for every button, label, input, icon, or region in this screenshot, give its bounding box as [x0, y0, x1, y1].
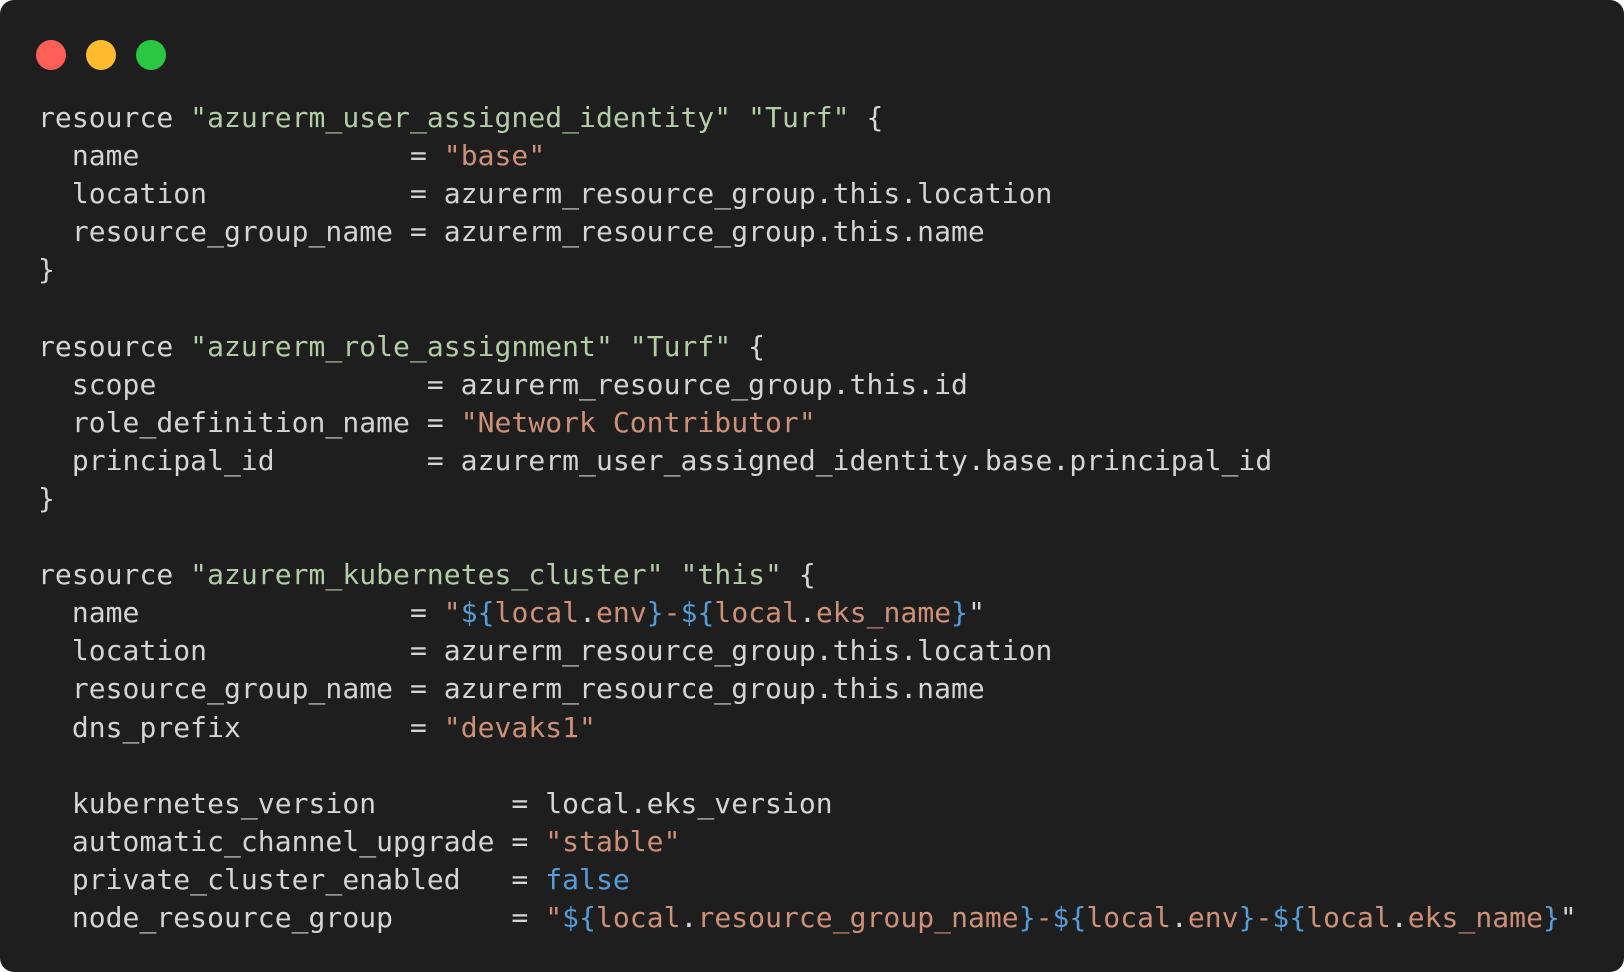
code-token-plain: .: [798, 596, 816, 630]
code-token-interp: ${: [1052, 900, 1087, 934]
code-token-str: ": [545, 900, 563, 934]
close-button[interactable]: [36, 40, 66, 70]
code-line: [38, 289, 1577, 327]
maximize-button[interactable]: [136, 40, 166, 70]
code-token-plain: private_cluster_enabled =: [38, 862, 546, 896]
code-token-plain: resource: [38, 558, 191, 592]
code-token-plain: ": [968, 596, 985, 630]
code-line: resource_group_name = azurerm_resource_g…: [38, 670, 1577, 708]
code-line: node_resource_group = "${local.resource_…: [38, 899, 1577, 937]
code-token-interp: }: [951, 596, 969, 630]
code-token-plain: automatic_channel_upgrade =: [38, 824, 546, 858]
code-token-plain: .: [1390, 900, 1408, 934]
code-token-interp: }: [1238, 900, 1256, 934]
code-line: [38, 747, 1577, 785]
code-token-plain: [664, 558, 681, 591]
minimize-button[interactable]: [86, 40, 116, 70]
code-token-plain: {: [731, 329, 766, 363]
code-token-plain: principal_id = azurerm_user_assigned_ide…: [38, 443, 1273, 477]
code-token-str: "devaks1": [443, 710, 596, 744]
code-token-str: ": [443, 596, 461, 630]
code-token-str: env: [1187, 900, 1239, 934]
code-token-plain: dns_prefix =: [38, 710, 444, 744]
code-token-plain: resource: [38, 101, 191, 134]
code-line: role_definition_name = "Network Contribu…: [38, 404, 1577, 442]
code-token-str: local: [714, 596, 799, 630]
code-line: }: [38, 480, 1577, 518]
code-token-plain: kubernetes_version = local.eks_version: [38, 786, 833, 820]
code-token-plain: resource_group_name = azurerm_resource_g…: [38, 215, 985, 249]
code-line: [38, 518, 1577, 556]
code-token-interp: ${: [1272, 900, 1307, 934]
code-token-str: local: [595, 900, 681, 934]
code-token-str: local: [1306, 900, 1391, 934]
code-line: private_cluster_enabled = false: [38, 861, 1577, 899]
code-token-str: resource_group_name: [697, 900, 1019, 934]
code-token-plain: name =: [38, 596, 444, 630]
code-line: location = azurerm_resource_group.this.l…: [38, 632, 1577, 670]
code-line: dns_prefix = "devaks1": [38, 709, 1577, 747]
code-token-plain: resource: [38, 329, 191, 363]
code-token-str: -: [663, 596, 681, 630]
code-token-str: -: [1035, 900, 1053, 934]
code-block: resource "azurerm_user_assigned_identity…: [38, 99, 1577, 937]
code-token-str: local: [1086, 900, 1171, 934]
code-line: resource "azurerm_user_assigned_identity…: [38, 99, 1577, 137]
code-token-str: eks_name: [815, 596, 952, 630]
code-token-interp: }: [1018, 900, 1036, 934]
code-token-plain: }: [38, 253, 55, 287]
code-token-interp: }: [1542, 900, 1560, 934]
code-token-type: "azurerm_user_assigned_identity": [190, 101, 732, 134]
code-token-plain: [731, 101, 748, 134]
code-line: resource "azurerm_role_assignment" "Turf…: [38, 328, 1577, 366]
code-token-type: "this": [680, 558, 782, 592]
code-token-plain: ": [1559, 900, 1577, 934]
code-token-plain: {: [781, 558, 816, 592]
code-token-plain: [613, 330, 630, 363]
code-line: }: [38, 251, 1577, 289]
code-token-str: local: [494, 596, 580, 630]
code-token-str: -: [1255, 900, 1273, 934]
code-token-interp: ${: [460, 596, 495, 630]
code-token-plain: location = azurerm_resource_group.this.l…: [38, 634, 1053, 668]
code-line: location = azurerm_resource_group.this.l…: [38, 175, 1577, 213]
code-token-str: "Network Contributor": [460, 405, 816, 439]
code-token-type: "Turf": [748, 101, 850, 134]
code-token-kw: false: [545, 862, 630, 896]
code-token-type: "azurerm_role_assignment": [190, 329, 613, 363]
code-line: automatic_channel_upgrade = "stable": [38, 823, 1577, 861]
code-token-plain: }: [38, 481, 55, 515]
code-token-interp: }: [646, 596, 664, 630]
code-token-plain: node_resource_group =: [38, 900, 546, 934]
code-token-str: env: [596, 596, 647, 630]
code-line: kubernetes_version = local.eks_version: [38, 785, 1577, 823]
code-line: scope = azurerm_resource_group.this.id: [38, 366, 1577, 404]
code-line: name = "${local.env}-${local.eks_name}": [38, 594, 1577, 632]
window-controls: [36, 40, 166, 70]
code-token-type: "azurerm_kubernetes_cluster": [190, 558, 664, 592]
code-token-plain: location = azurerm_resource_group.this.l…: [38, 177, 1053, 211]
code-token-plain: .: [1170, 900, 1188, 934]
code-token-str: "base": [443, 139, 546, 173]
code-token-str: "stable": [545, 824, 681, 858]
code-token-interp: ${: [680, 596, 715, 630]
code-token-plain: resource_group_name = azurerm_resource_g…: [38, 672, 985, 706]
code-token-plain: {: [849, 101, 884, 134]
code-token-plain: .: [579, 596, 596, 630]
code-token-plain: role_definition_name =: [38, 405, 461, 439]
code-token-plain: scope = azurerm_resource_group.this.id: [38, 367, 968, 401]
code-token-interp: ${: [562, 900, 596, 934]
code-token-plain: .: [680, 900, 698, 934]
code-line: name = "base": [38, 137, 1577, 175]
code-token-type: "Turf": [629, 329, 732, 363]
code-token-str: eks_name: [1407, 900, 1543, 934]
code-line: resource "azurerm_kubernetes_cluster" "t…: [38, 556, 1577, 594]
code-line: principal_id = azurerm_user_assigned_ide…: [38, 442, 1577, 480]
code-line: resource_group_name = azurerm_resource_g…: [38, 213, 1577, 251]
code-token-plain: name =: [38, 139, 444, 173]
